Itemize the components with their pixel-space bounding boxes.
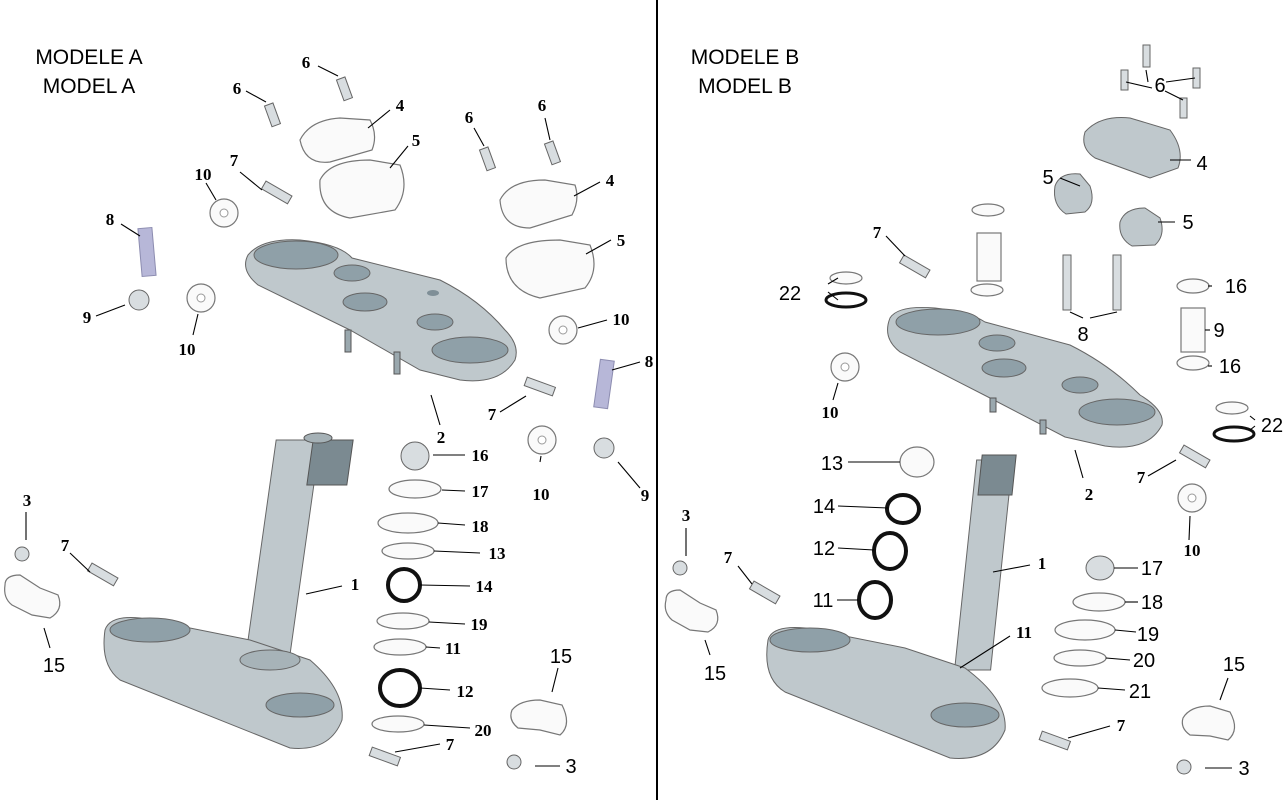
steering-stem-b xyxy=(954,454,1017,671)
callout-a-10b: 10 xyxy=(179,340,196,359)
callout-labels-b: 6 4 5 5 7 22 16 9 8 16 10 22 13 2 7 14 1… xyxy=(682,75,1283,780)
callout-a-20: 20 xyxy=(475,721,492,740)
callout-a-9b: 9 xyxy=(641,486,650,505)
callout-a-15b: 15 xyxy=(550,646,572,668)
callout-b-20: 20 xyxy=(1133,650,1155,672)
callout-a-7a: 7 xyxy=(230,151,239,170)
callout-b-16b: 16 xyxy=(1219,356,1241,378)
callout-a-4b: 4 xyxy=(606,171,615,190)
callouts-a xyxy=(25,65,641,767)
callout-a-1: 1 xyxy=(351,575,360,594)
callout-a-17: 17 xyxy=(472,482,490,501)
callout-a-18: 18 xyxy=(472,517,489,536)
bolts-b xyxy=(672,44,1211,775)
handlebar-clamps-b xyxy=(1054,117,1181,247)
callout-a-14: 14 xyxy=(476,577,494,596)
callout-b-15a: 15 xyxy=(704,663,726,685)
callout-a-7b: 7 xyxy=(488,405,497,424)
callout-a-9a: 9 xyxy=(83,308,92,327)
callout-b-17: 17 xyxy=(1141,558,1163,580)
panel-b-title-en: MODEL B xyxy=(698,75,792,98)
callout-b-10b: 10 xyxy=(1184,541,1201,560)
callout-b-8: 8 xyxy=(1077,324,1088,346)
callout-b-19: 19 xyxy=(1137,624,1159,646)
callout-a-10c: 10 xyxy=(613,310,630,329)
callout-labels-a: 6 6 4 5 6 6 7 10 8 4 5 9 10 10 8 2 7 10 … xyxy=(23,53,654,778)
callout-b-6: 6 xyxy=(1154,75,1165,97)
callout-a-19: 19 xyxy=(471,615,488,634)
callout-b-5a: 5 xyxy=(1042,167,1053,189)
steering-stem-a xyxy=(244,432,354,661)
callout-a-3a: 3 xyxy=(23,491,32,510)
bushings-b xyxy=(824,203,1256,443)
callout-a-13: 13 xyxy=(489,544,506,563)
handlebar-clamps-a xyxy=(299,117,595,299)
callout-a-5b: 5 xyxy=(617,231,626,250)
washers-b xyxy=(830,352,1207,513)
callout-a-3b: 3 xyxy=(565,756,576,778)
callout-a-6c: 6 xyxy=(465,108,474,127)
lower-triple-clamp-b xyxy=(766,627,1006,759)
bearing-stack-a xyxy=(371,441,442,733)
callout-b-21: 21 xyxy=(1129,681,1151,703)
callout-a-6b: 6 xyxy=(233,79,242,98)
callout-a-7d: 7 xyxy=(446,735,455,754)
panel-b-title-fr: MODELE B xyxy=(691,46,800,69)
callout-a-6a: 6 xyxy=(302,53,311,72)
callout-b-4: 4 xyxy=(1196,153,1207,175)
callout-a-16: 16 xyxy=(472,446,489,465)
callout-a-12: 12 xyxy=(457,682,474,701)
bearing-stack-b-right xyxy=(1041,555,1126,698)
callout-a-10d: 10 xyxy=(533,485,550,504)
lower-triple-clamp-a xyxy=(103,617,343,749)
callout-b-13: 13 xyxy=(821,453,843,475)
callout-b-22a: 22 xyxy=(779,283,801,305)
callout-a-15a: 15 xyxy=(43,655,65,677)
callout-b-11a: 11 xyxy=(813,590,834,612)
callout-b-16a: 16 xyxy=(1225,276,1247,298)
callout-b-22b: 22 xyxy=(1261,415,1283,437)
callout-b-9: 9 xyxy=(1213,320,1224,342)
callout-b-18: 18 xyxy=(1141,592,1163,614)
callout-b-7a: 7 xyxy=(873,223,882,242)
bearing-stack-b-left xyxy=(857,446,935,620)
callout-b-7d: 7 xyxy=(1117,716,1126,735)
cable-guides-b xyxy=(664,589,1236,741)
callout-b-3b: 3 xyxy=(1238,758,1249,780)
callouts-b xyxy=(685,69,1256,769)
bolts-a xyxy=(14,76,615,770)
callout-b-12: 12 xyxy=(813,538,835,560)
callout-b-10a: 10 xyxy=(822,403,839,422)
callout-a-8b: 8 xyxy=(645,352,654,371)
cable-guides-a xyxy=(4,574,568,736)
callout-b-3a: 3 xyxy=(682,506,691,525)
callout-a-10a: 10 xyxy=(195,165,212,184)
panel-a-title-fr: MODELE A xyxy=(35,46,142,69)
callout-a-4a: 4 xyxy=(396,96,405,115)
callout-a-8a: 8 xyxy=(106,210,115,229)
callout-a-2: 2 xyxy=(437,428,446,447)
callout-a-11: 11 xyxy=(445,639,461,658)
callout-b-5b: 5 xyxy=(1182,212,1193,234)
upper-triple-clamp-b xyxy=(887,307,1163,448)
callout-a-6d: 6 xyxy=(538,96,547,115)
callout-b-2: 2 xyxy=(1085,485,1094,504)
callout-b-1: 1 xyxy=(1038,554,1047,573)
callout-b-7c: 7 xyxy=(724,548,733,567)
callout-b-15b: 15 xyxy=(1223,654,1245,676)
callout-b-7b: 7 xyxy=(1137,468,1146,487)
panel-a-title-en: MODEL A xyxy=(43,75,136,98)
washers-a xyxy=(186,198,578,455)
upper-triple-clamp-a xyxy=(245,239,517,382)
callout-a-5a: 5 xyxy=(412,131,421,150)
callout-b-14: 14 xyxy=(813,496,835,518)
callout-a-7c: 7 xyxy=(61,536,70,555)
callout-b-11b: 11 xyxy=(1016,623,1032,642)
